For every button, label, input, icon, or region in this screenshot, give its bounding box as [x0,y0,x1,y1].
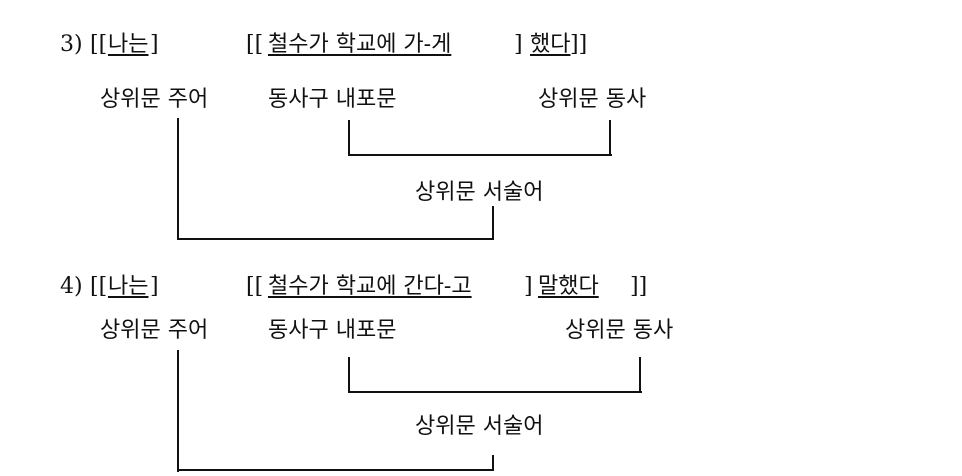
connector-line [177,118,179,240]
embedded-clause: 철수가 학교에 간다-고 [268,274,472,299]
example-number: 4) [60,274,83,299]
example-number: 3) [60,32,83,57]
bracket: [[ [246,32,264,57]
label-predicate: 상위문 서술어 [415,180,544,205]
connector-line [609,120,611,156]
bracket: ]] [570,32,588,57]
bracket: ] [150,32,159,57]
bracket: [[ [90,32,108,57]
subject-word: 나는 [108,32,149,57]
main-verb: 했다 [530,32,571,57]
label-subject: 상위문 주어 [100,318,209,343]
connector-line [348,357,350,393]
bracket: ] [514,32,523,57]
label-subject: 상위문 주어 [100,87,209,112]
label-embedded: 동사구 내포문 [268,87,397,112]
label-embedded: 동사구 내포문 [268,318,397,343]
connector-line [492,206,494,240]
connector-line [348,391,642,393]
connector-line [492,455,494,471]
main-verb: 말했다 [538,274,599,299]
connector-line [348,154,612,156]
bracket: [[ [90,274,108,299]
bracket: ]] [630,274,648,299]
label-predicate: 상위문 서술어 [415,414,544,439]
connector-line [348,120,350,156]
connector-line [639,357,641,393]
connector-line [177,469,494,471]
label-verb: 상위문 동사 [565,318,674,343]
connector-line [177,350,179,472]
bracket: [[ [246,274,264,299]
connector-line [177,238,494,240]
bracket: ] [524,274,533,299]
label-verb: 상위문 동사 [538,87,647,112]
subject-word: 나는 [108,274,149,299]
bracket: ] [150,274,159,299]
embedded-clause: 철수가 학교에 가-게 [268,32,452,57]
